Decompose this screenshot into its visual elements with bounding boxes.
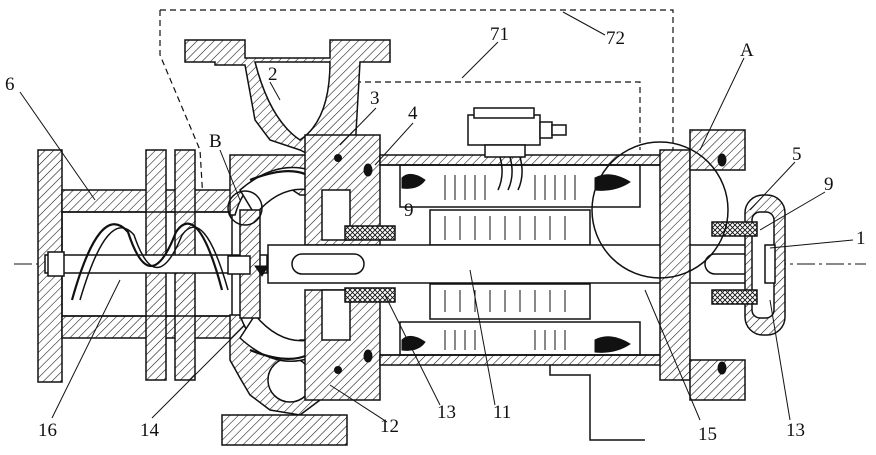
- label-13-rear: 13: [786, 420, 805, 441]
- label-16: 16: [38, 420, 57, 441]
- label-14: 14: [140, 420, 160, 441]
- label-15: 15: [698, 424, 717, 445]
- label-b: B: [209, 131, 222, 152]
- label-12: 12: [380, 416, 399, 437]
- label-4: 4: [408, 103, 418, 124]
- label-2: 2: [268, 64, 278, 85]
- shaft: [268, 245, 768, 283]
- label-13-front: 13: [437, 402, 456, 423]
- label-5: 5: [792, 144, 802, 165]
- label-72: 72: [606, 28, 625, 49]
- label-a: A: [740, 40, 754, 61]
- label-9-front: 9: [404, 200, 414, 221]
- label-6: 6: [5, 74, 15, 95]
- label-1: 1: [856, 228, 866, 249]
- junction-box: [468, 108, 566, 190]
- label-9-rear: 9: [824, 174, 834, 195]
- label-3: 3: [370, 88, 380, 109]
- label-71: 71: [490, 24, 509, 45]
- label-11: 11: [493, 402, 511, 423]
- motor-foot: [550, 365, 645, 440]
